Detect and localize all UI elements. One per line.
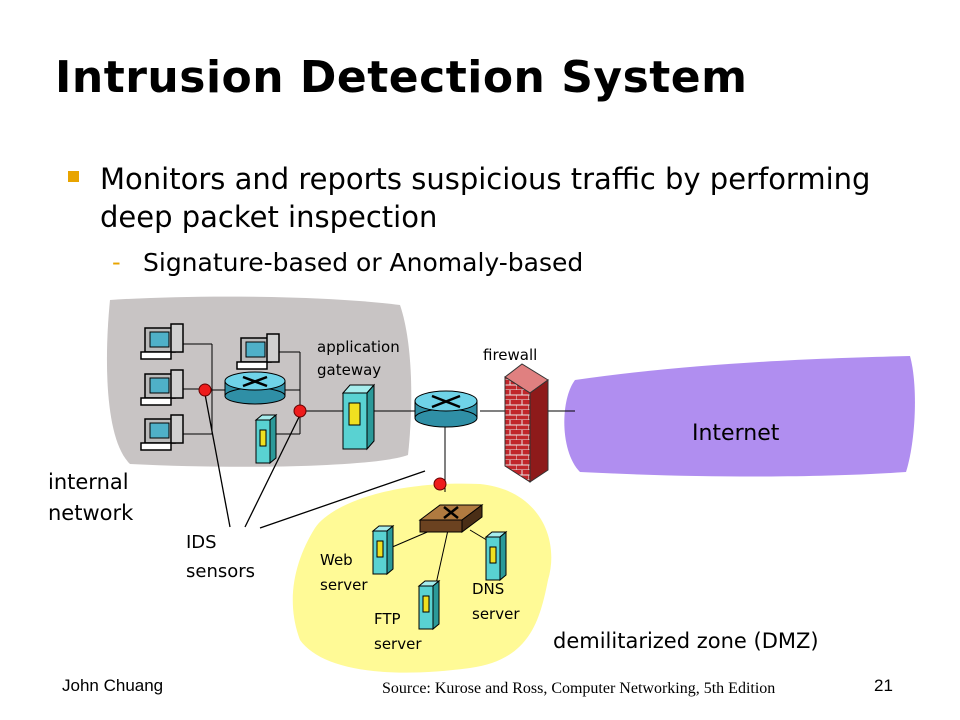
internal-network-label: network (48, 501, 134, 525)
ids-sensor-3 (433, 477, 447, 491)
application-gateway-icon (341, 383, 376, 451)
page-number: 21 (874, 676, 893, 695)
firewall-label: firewall (483, 346, 537, 364)
ftp-server-icon (418, 580, 440, 630)
bullet-marker (68, 171, 79, 182)
application-gateway-label: gateway (317, 361, 381, 379)
web-server-label: server (320, 576, 368, 594)
dns-server-label: server (472, 605, 520, 623)
application-gateway-label: application (317, 338, 400, 356)
dmz-region (292, 483, 552, 673)
ftp-server-label: FTP (374, 610, 401, 628)
internal-router-icon (224, 371, 286, 405)
internet-label: Internet (692, 421, 780, 446)
slide-title: Intrusion Detection System (55, 52, 748, 103)
internal-server-icon (255, 414, 277, 464)
footer-source: Source: Kurose and Ross, Computer Networ… (382, 680, 776, 697)
dns-server-icon (485, 531, 507, 581)
ids-sensors-label: sensors (186, 561, 255, 582)
bullet-text: Monitors and reports suspicious traffic … (100, 162, 871, 234)
dmz-switch-icon (418, 504, 484, 533)
ids-sensors-label: IDS (186, 532, 217, 553)
ids-sensor-2 (293, 404, 307, 418)
main-router-icon (414, 390, 478, 428)
dns-server-label: DNS (472, 580, 504, 598)
internet-cloud (564, 356, 915, 477)
web-server-label: Web (320, 551, 353, 569)
ftp-server-label: server (374, 635, 422, 653)
footer-author: John Chuang (62, 676, 164, 695)
internal-network-label: internal (48, 470, 129, 494)
dmz-label: demilitarized zone (DMZ) (553, 629, 819, 653)
sub-bullet-text: Signature-based or Anomaly-based (143, 248, 584, 277)
ids-sensor-1 (198, 383, 212, 397)
firewall-icon (504, 363, 549, 483)
sub-bullet-marker: - (112, 248, 121, 276)
web-server-icon (372, 525, 394, 575)
